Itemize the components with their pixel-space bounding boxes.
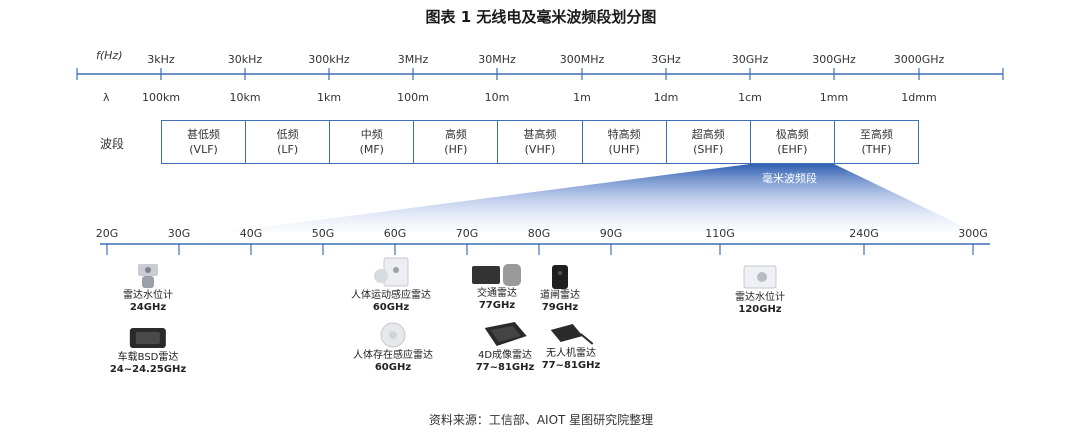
radar-level-meter-icon: [138, 264, 158, 288]
wavelength-tick-label: 10km: [229, 91, 261, 104]
mmwave-tick-label: 80G: [527, 227, 551, 240]
presence-sensor-radar-icon: [380, 322, 406, 348]
wavelength-tick-label: 1dmm: [901, 91, 937, 104]
traffic-radar-icon: [472, 264, 521, 286]
mmwave-tick-label: 50G: [311, 227, 335, 240]
mmwave-tick-label: 90G: [599, 227, 623, 240]
vehicle-bsd-radar-icon: [129, 328, 166, 348]
band-cell-ehf: 极高频(EHF): [751, 121, 835, 163]
wavelength-tick-label: 1dm: [653, 91, 679, 104]
frequency-tick-label: 300MHz: [559, 53, 605, 66]
frequency-tick-label: 3kHz: [147, 53, 175, 66]
radar-level-meter-icon: [743, 265, 777, 289]
barrier-gate-radar-icon: [552, 265, 568, 289]
frequency-tick-label: 30MHz: [478, 53, 516, 66]
device-presence-sensor-radar: 人体存在感应雷达 60GHz: [353, 320, 433, 374]
device-drone-radar: 无人机雷达 77~81GHz: [542, 318, 600, 372]
device-radar-level-24g: 雷达水位计 24GHz: [123, 262, 173, 314]
band-cell-shf: 超高频(SHF): [667, 121, 751, 163]
mmwave-tick-label: 110G: [705, 227, 735, 240]
band-cell-lf: 低频(LF): [246, 121, 331, 163]
band-table: 甚低频(VLF) 低频(LF) 中频(MF) 高频(HF) 甚高频(VHF) 特…: [161, 120, 919, 164]
mmwave-axis-ticks: [106, 244, 974, 255]
device-radar-level-120g: 雷达水位计 120GHz: [735, 262, 785, 316]
frequency-tick-label: 3MHz: [397, 53, 429, 66]
mmwave-tick-label: 240G: [849, 227, 879, 240]
device-imaging-radar-4d: 4D成像雷达 77~81GHz: [476, 318, 534, 374]
mmwave-tick-label: 70G: [455, 227, 479, 240]
device-traffic-radar: 交通雷达 77GHz: [470, 262, 524, 312]
wavelength-tick-label: 100km: [141, 91, 181, 104]
frequency-tick-label: 3000GHz: [893, 53, 945, 66]
band-cell-vlf: 甚低频(VLF): [162, 121, 247, 163]
band-cell-thf: 至高频(THF): [859, 128, 893, 156]
wavelength-tick-label: 1cm: [738, 91, 762, 104]
band-cell-hf: 高频(HF): [414, 121, 499, 163]
mmwave-funnel: [226, 164, 975, 232]
frequency-tick-label: 300kHz: [308, 53, 350, 66]
mmwave-band-label: 毫米波频段: [762, 172, 817, 185]
device-motion-sensor-radar: 人体运动感应雷达 60GHz: [351, 256, 431, 314]
frequency-tick-label: 30GHz: [731, 53, 769, 66]
device-vehicle-bsd-radar: 车载BSD雷达 24~24.25GHz: [110, 322, 186, 376]
band-row-label: 波段: [100, 137, 125, 151]
source-note: 资料来源：工信部、AIOT 星图研究院整理: [428, 413, 654, 427]
wavelength-tick-label: 1m: [573, 91, 591, 104]
mmwave-tick-label: 40G: [239, 227, 263, 240]
frequency-tick-label: 300GHz: [812, 53, 856, 66]
wavelength-tick-label: 1km: [316, 91, 342, 104]
band-cell-uhf: 特高频(UHF): [583, 121, 667, 163]
motion-sensor-radar-icon: [374, 257, 409, 287]
mmwave-tick-label: 20G: [95, 227, 119, 240]
drone-radar-icon: [550, 324, 594, 345]
device-barrier-gate-radar: 道闸雷达 79GHz: [540, 264, 580, 314]
frequency-tick-label: 3GHz: [651, 53, 681, 66]
mmwave-tick-label: 300G: [958, 227, 988, 240]
imaging-radar-4d-icon: [484, 322, 527, 346]
wavelength-tick-label: 100m: [397, 91, 429, 104]
figure-title: 图表 1 无线电及毫米波频段划分图: [425, 8, 657, 26]
mmwave-tick-label: 60G: [383, 227, 407, 240]
mmwave-tick-label: 30G: [167, 227, 191, 240]
band-cell-vhf: 甚高频(VHF): [498, 121, 583, 163]
wavelength-axis-label: λ: [103, 91, 110, 104]
frequency-axis-label: f(Hz): [96, 49, 123, 62]
band-cell-mf: 中频(MF): [330, 121, 415, 163]
wavelength-tick-label: 10m: [484, 91, 510, 104]
frequency-tick-label: 30kHz: [227, 53, 263, 66]
wavelength-tick-label: 1mm: [819, 91, 849, 104]
frequency-axis-ticks: [76, 68, 1004, 80]
